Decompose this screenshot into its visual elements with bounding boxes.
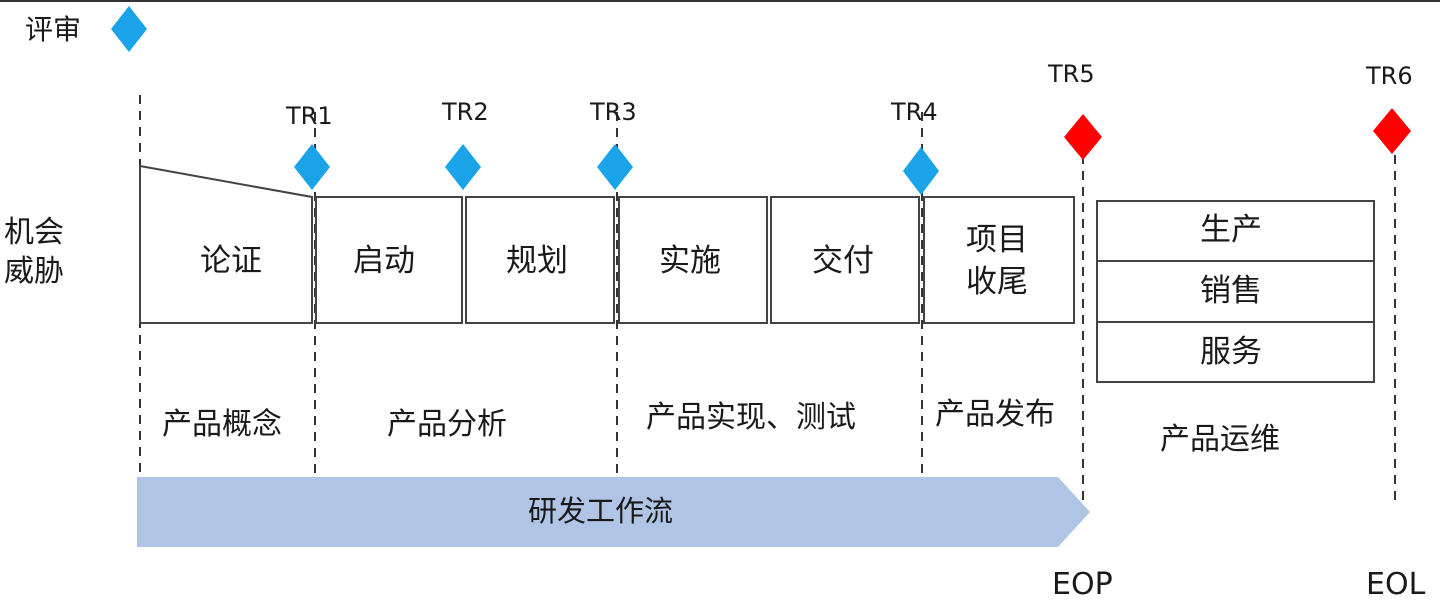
stage-label-release: 产品发布 [935, 397, 1055, 432]
stage-label-operations: 产品运维 [1160, 422, 1280, 457]
operations-box-sales [1096, 260, 1375, 323]
tr2-diamond-icon [445, 144, 481, 190]
operations-label-sales: 销售 [1200, 273, 1262, 309]
operations-box-service [1096, 321, 1375, 383]
opportunity-label: 机会 [4, 215, 64, 250]
eop-label: EOP [1052, 567, 1113, 602]
tr4-label: TR4 [891, 98, 938, 126]
eol-label: EOL [1366, 567, 1426, 602]
phase-label-argument: 论证 [200, 243, 262, 279]
tr5-diamond-icon [1064, 114, 1102, 160]
tr5-label: TR5 [1048, 60, 1095, 88]
phase-box-deliver [770, 196, 920, 324]
phase-label-deliver: 交付 [812, 243, 874, 279]
phase-label-closing-1: 项目 [966, 222, 1028, 258]
tr2-label: TR2 [442, 98, 489, 126]
phase-box-implement [618, 196, 768, 324]
phase-label-plan: 规划 [506, 243, 568, 279]
operations-box-production [1096, 200, 1375, 262]
tr3-label: TR3 [590, 98, 637, 126]
tr1-diamond-icon [294, 144, 330, 190]
tr6-diamond-icon [1373, 108, 1411, 154]
tr1-label: TR1 [286, 102, 333, 130]
phase-box-argument [139, 164, 313, 324]
phase-label-implement: 实施 [659, 243, 721, 279]
tr6-label: TR6 [1366, 62, 1413, 90]
operations-label-service: 服务 [1200, 334, 1262, 370]
phase-box-start [315, 196, 463, 324]
threat-label: 威胁 [4, 254, 64, 289]
workflow-label: 研发工作流 [528, 494, 674, 528]
phase-label-start: 启动 [353, 243, 415, 279]
stage-label-concept: 产品概念 [162, 407, 282, 442]
phase-box-closing [923, 196, 1075, 324]
workflow-arrow [137, 477, 1090, 547]
operations-label-production: 生产 [1200, 212, 1262, 248]
phase-label-closing-2: 收尾 [966, 264, 1028, 300]
review-label: 评审 [25, 13, 82, 46]
stage-label-implementation: 产品实现、测试 [646, 400, 856, 435]
tr3-diamond-icon [597, 144, 633, 190]
phase-box-plan [465, 196, 615, 324]
stage-label-analysis: 产品分析 [387, 407, 507, 442]
review-diamond-icon [111, 6, 147, 52]
tr4-diamond-icon [903, 147, 939, 195]
